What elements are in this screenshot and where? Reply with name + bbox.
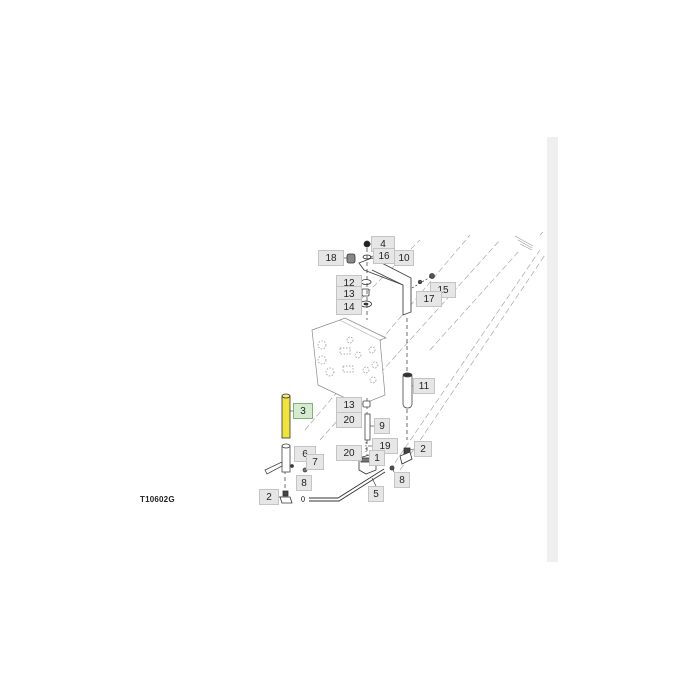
cylinder-part-11 — [402, 372, 413, 409]
figure-id-label: T10602G — [140, 495, 175, 504]
callout-part-16[interactable]: 16 — [373, 248, 395, 264]
callout-part-8[interactable]: 8 — [296, 475, 312, 491]
tube-part-3 — [281, 393, 291, 439]
bolt-15-17 — [411, 273, 435, 289]
tube-part-6 — [264, 443, 294, 475]
callout-part-9[interactable]: 9 — [374, 418, 390, 434]
callout-part-20[interactable]: 20 — [336, 412, 362, 428]
valve-block — [311, 317, 387, 406]
callout-part-20[interactable]: 20 — [336, 445, 362, 461]
frame-outline — [304, 234, 546, 471]
callout-part-2[interactable]: 2 — [414, 441, 432, 457]
callout-part-1[interactable]: 1 — [369, 450, 385, 466]
callout-part-18[interactable]: 18 — [318, 250, 344, 266]
callout-part-5[interactable]: 5 — [368, 486, 384, 502]
callout-part-14[interactable]: 14 — [336, 299, 362, 315]
fitting-part-2-left — [279, 490, 305, 504]
callout-part-11[interactable]: 11 — [413, 378, 435, 394]
rod-part-5 — [309, 468, 386, 502]
callout-part-2[interactable]: 2 — [259, 489, 279, 505]
frame-corner-detail — [514, 231, 544, 251]
fitting-part-2-right — [389, 447, 413, 471]
callout-part-13[interactable]: 13 — [336, 286, 362, 302]
callout-part-13[interactable]: 13 — [336, 397, 362, 413]
hardware-stack — [360, 240, 372, 308]
callout-part-10[interactable]: 10 — [394, 250, 414, 266]
callout-part-3[interactable]: 3 — [293, 403, 313, 419]
part-18-clip — [346, 253, 356, 264]
pin-part-9 — [362, 400, 371, 452]
callout-part-17[interactable]: 17 — [416, 291, 442, 307]
callout-part-8[interactable]: 8 — [394, 472, 410, 488]
callout-part-7[interactable]: 7 — [306, 454, 324, 470]
side-scroll-strip[interactable] — [547, 137, 558, 562]
